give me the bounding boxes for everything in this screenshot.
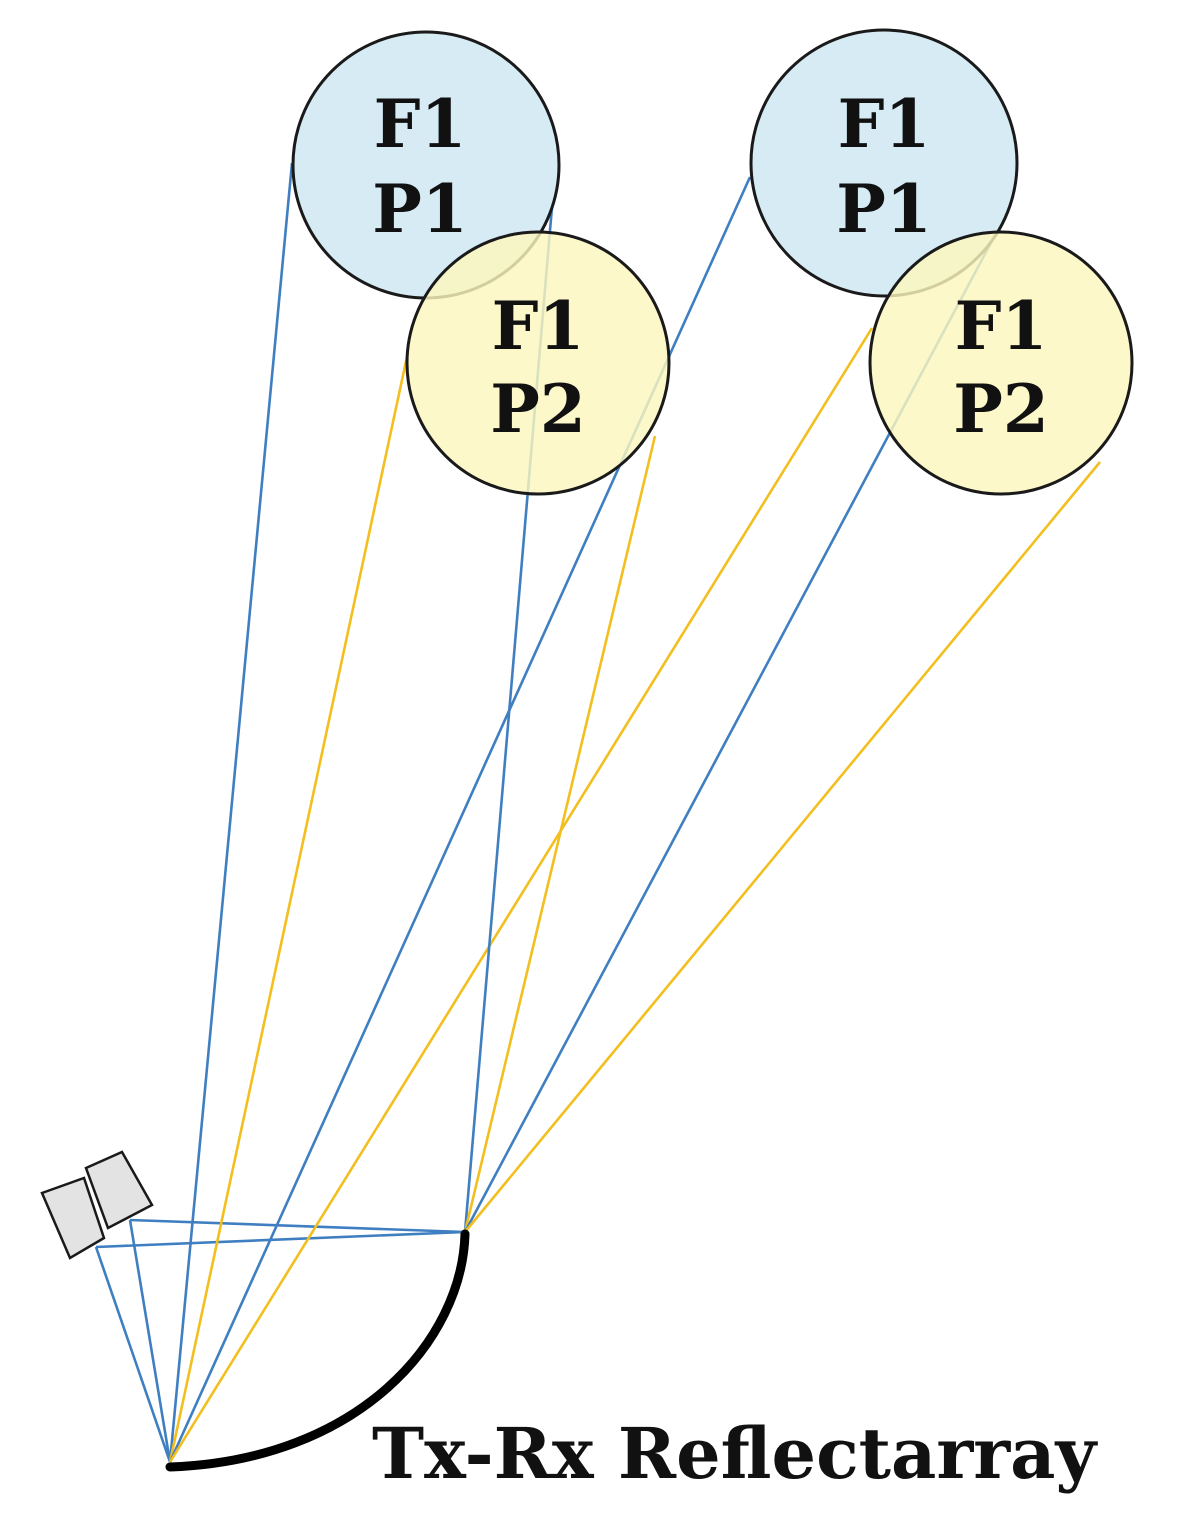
ray-right-to-right-p2: [463, 461, 1102, 1233]
beam-freq-label: F1: [374, 85, 467, 163]
beam-pol-label: P1: [836, 170, 932, 248]
ray-left-to-left-p1: [168, 162, 294, 1463]
feed-ray: [129, 1218, 466, 1234]
beam-pol-label: P1: [372, 170, 468, 248]
curved-reflector-icon: [165, 1229, 470, 1472]
feed-ray: [94, 1246, 172, 1463]
beam-group: F1 P1 F1 P2 F1 P1 F1 P2: [291, 28, 1134, 496]
ray-group: [94, 162, 1102, 1463]
beam-left-p1: F1 P1: [291, 30, 561, 300]
beam-pol-label: P2: [953, 370, 1049, 448]
beam-right-p2: F1 P2: [868, 230, 1134, 496]
beam-freq-label: F1: [492, 287, 585, 365]
beam-pol-label: P2: [490, 370, 586, 448]
beam-right-p1: F1 P1: [749, 28, 1019, 298]
feed-ray: [128, 1219, 172, 1463]
beam-left-p2: F1 P2: [405, 230, 671, 496]
beam-freq-label: F1: [955, 287, 1048, 365]
dual-horn-feed-icon: [40, 1150, 154, 1260]
beam-freq-label: F1: [838, 85, 931, 163]
reflectarray-label: Tx-Rx Reflectarray: [372, 1412, 1098, 1495]
feed-ray: [95, 1230, 466, 1249]
ray-left-to-right-p2: [168, 327, 874, 1463]
ray-left-to-left-p2: [168, 351, 410, 1463]
ray-right-to-left-p2: [463, 435, 657, 1233]
